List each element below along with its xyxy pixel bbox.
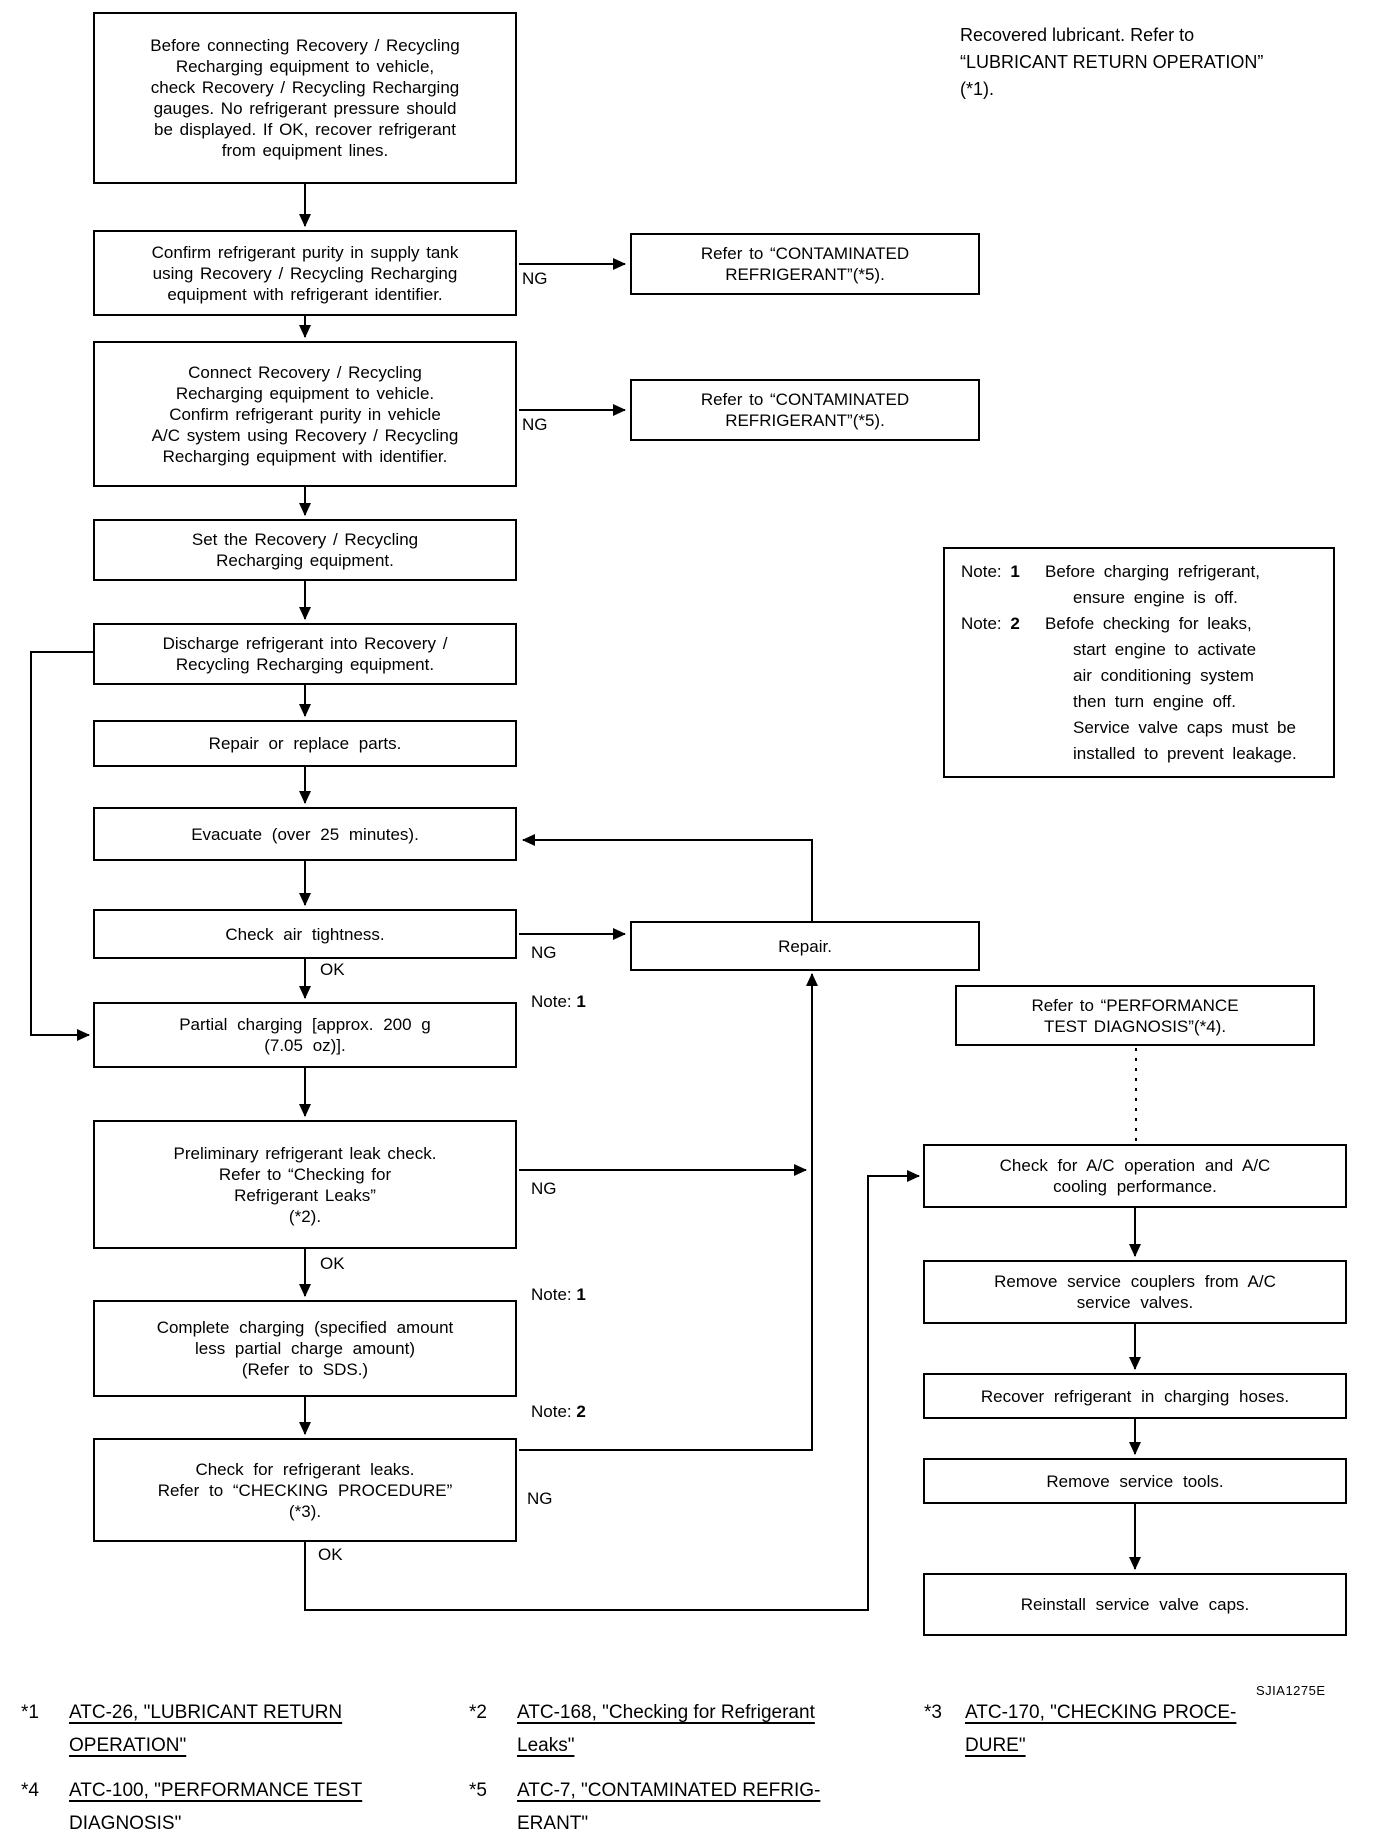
step-complete-charging: Complete charging (specified amount less…	[93, 1300, 517, 1397]
step-partial-charging: Partial charging [approx. 200 g (7.05 oz…	[93, 1002, 517, 1068]
note-1: Note: 1 Before charging refrigerant, ens…	[961, 559, 1325, 611]
footnote-2: *2 ATC-168, "Checking for Refrigerant Le…	[469, 1696, 909, 1762]
note2-label-leak-check: Note: 2	[531, 1402, 586, 1421]
step-set-equipment: Set the Recovery / Recycling Recharging …	[93, 519, 517, 581]
step-recover-hoses: Recover refrigerant in charging hoses.	[923, 1373, 1347, 1419]
step-repair: Repair.	[630, 921, 980, 971]
step-preliminary-leak-check: Preliminary refrigerant leak check. Refe…	[93, 1120, 517, 1249]
footnote-1-marker: *1	[21, 1702, 39, 1723]
step-evacuate: Evacuate (over 25 minutes).	[93, 807, 517, 861]
ng-label-vehicle-purity: NG	[522, 415, 548, 434]
ng-label-air-tightness: NG	[531, 943, 557, 962]
step-reinstall-caps: Reinstall service valve caps.	[923, 1573, 1347, 1636]
refer-contaminated-refrigerant-2: Refer to “CONTAMINATED REFRIGERANT”(*5).	[630, 379, 980, 441]
note-2-label: Note: 2	[961, 614, 1020, 633]
step-repair-replace: Repair or replace parts.	[93, 720, 517, 767]
ng-label-preliminary-leak: NG	[531, 1179, 557, 1198]
step-remove-tools: Remove service tools.	[923, 1458, 1347, 1504]
footnote-4: *4 ATC-100, "PERFORMANCE TEST DIAGNOSIS"	[21, 1774, 451, 1830]
note-2: Note: 2 Befofe checking for leaks, start…	[961, 611, 1325, 767]
figure-code: SJIA1275E	[1256, 1683, 1326, 1698]
footnote-1-link[interactable]: ATC-26, "LUBRICANT RETURN OPERATION"	[69, 1702, 343, 1756]
footnote-4-marker: *4	[21, 1780, 39, 1801]
note-1-label: Note: 1	[961, 562, 1020, 581]
footnote-4-link[interactable]: ATC-100, "PERFORMANCE TEST DIAGNOSIS"	[69, 1780, 363, 1830]
notes-box: Note: 1 Before charging refrigerant, ens…	[943, 547, 1335, 778]
ng-label-refrigerant-leaks: NG	[527, 1489, 553, 1508]
footnote-5-link[interactable]: ATC-7, "CONTAMINATED REFRIG- ERANT"	[517, 1780, 821, 1830]
step-check-air-tightness: Check air tightness.	[93, 909, 517, 959]
recovered-lubricant-note: Recovered lubricant. Refer to “LUBRICANT…	[960, 25, 1264, 99]
footnote-3: *3 ATC-170, "CHECKING PROCE- DURE"	[924, 1696, 1364, 1762]
ok-label-air-tightness: OK	[320, 960, 345, 979]
step-confirm-purity-tank: Confirm refrigerant purity in supply tan…	[93, 230, 517, 316]
footnote-2-marker: *2	[469, 1702, 487, 1723]
step-check-ac-operation: Check for A/C operation and A/C cooling …	[923, 1144, 1347, 1208]
footnote-5: *5 ATC-7, "CONTAMINATED REFRIG- ERANT"	[469, 1774, 909, 1830]
footnote-1: *1 ATC-26, "LUBRICANT RETURN OPERATION"	[21, 1696, 451, 1762]
step-connect-equipment: Connect Recovery / Recycling Recharging …	[93, 341, 517, 487]
arrow-ng-collector-repair	[519, 973, 818, 1451]
note-2-text: Befofe checking for leaks, start engine …	[1045, 614, 1297, 763]
arrow-repair-evacuate	[522, 834, 813, 921]
footnote-3-link[interactable]: ATC-170, "CHECKING PROCE- DURE"	[965, 1702, 1237, 1756]
step-remove-couplers: Remove service couplers from A/C service…	[923, 1260, 1347, 1324]
ok-label-refrigerant-leaks: OK	[318, 1545, 343, 1564]
refer-contaminated-refrigerant-1: Refer to “CONTAMINATED REFRIGERANT”(*5).	[630, 233, 980, 295]
step-check-gauges: Before connecting Recovery / Recycling R…	[93, 12, 517, 184]
footnote-3-marker: *3	[924, 1702, 942, 1723]
refer-performance-test-diagnosis: Refer to “PERFORMANCE TEST DIAGNOSIS”(*4…	[955, 985, 1315, 1046]
step-discharge: Discharge refrigerant into Recovery / Re…	[93, 623, 517, 685]
ng-label-supply-tank: NG	[522, 269, 548, 288]
note-1-text: Before charging refrigerant, ensure engi…	[1045, 562, 1260, 607]
note1-label-partial-charging: Note: 1	[531, 992, 586, 1011]
note1-label-complete-charging: Note: 1	[531, 1285, 586, 1304]
arrow-b12-rc1	[304, 1170, 920, 1611]
ok-label-preliminary-leak: OK	[320, 1254, 345, 1273]
footnote-5-marker: *5	[469, 1780, 487, 1801]
footnote-2-link[interactable]: ATC-168, "Checking for Refrigerant Leaks…	[517, 1702, 815, 1756]
arrow-b5-b9-bypass	[30, 651, 95, 1041]
step-check-refrigerant-leaks: Check for refrigerant leaks. Refer to “C…	[93, 1438, 517, 1542]
